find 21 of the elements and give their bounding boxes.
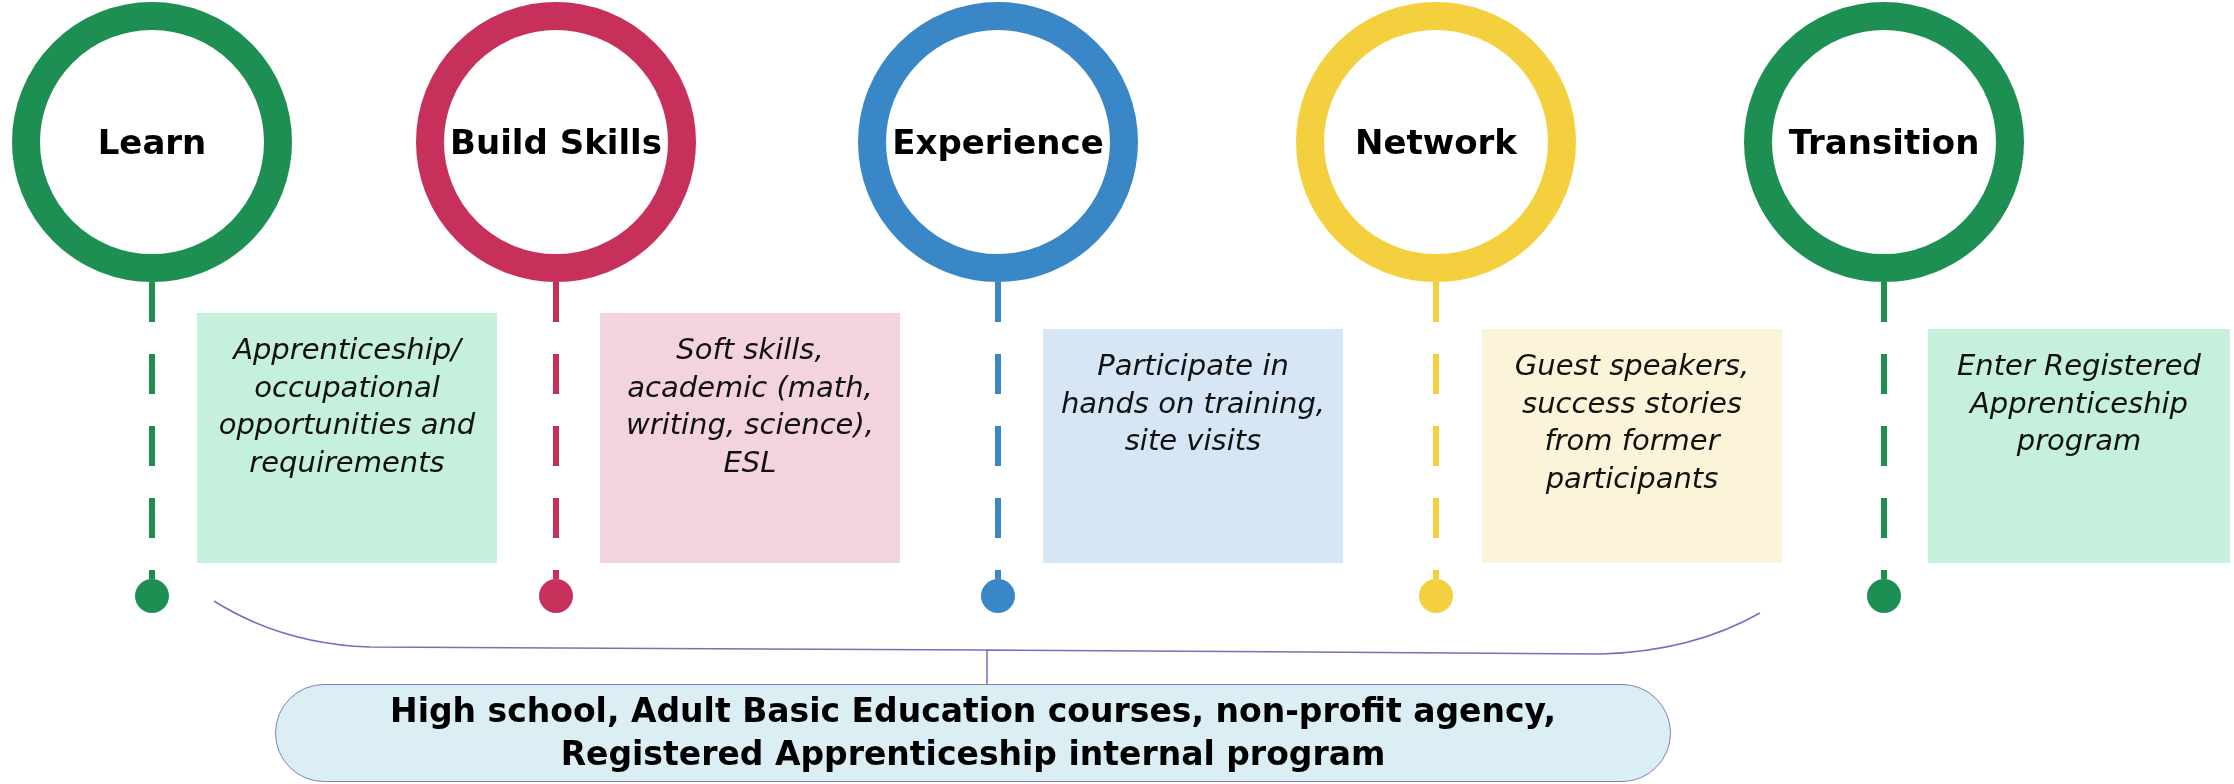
description-card xyxy=(197,313,497,563)
description-text: Soft skills, academic (math, writing, science), ESL xyxy=(625,331,875,482)
stage-title: Transition xyxy=(1788,120,1980,164)
end-dot xyxy=(135,579,169,613)
description-card xyxy=(600,313,900,563)
stage-title: Build Skills xyxy=(450,120,662,164)
stage-title: Learn xyxy=(97,120,207,164)
description-card xyxy=(1482,329,1782,563)
description-text: Apprenticeship/ occupational opportunities and requirements xyxy=(217,331,477,482)
end-dot xyxy=(981,579,1015,613)
provider-text: High school, Adult Basic Education courses, non-profit agency, Registered Apprenticeship internal program xyxy=(389,690,1557,775)
description-text: Guest speakers, success stories from former participants xyxy=(1513,347,1751,498)
description-card xyxy=(1043,329,1343,563)
stage-title: Network xyxy=(1355,120,1517,164)
end-dot xyxy=(539,579,573,613)
end-dot xyxy=(1867,579,1901,613)
stage-title: Experience xyxy=(892,120,1104,164)
description-text: Enter Registered Apprenticeship program xyxy=(1956,347,2202,460)
description-card xyxy=(1928,329,2230,563)
description-text: Participate in hands on training, site visits xyxy=(1059,347,1327,460)
end-dot xyxy=(1419,579,1453,613)
